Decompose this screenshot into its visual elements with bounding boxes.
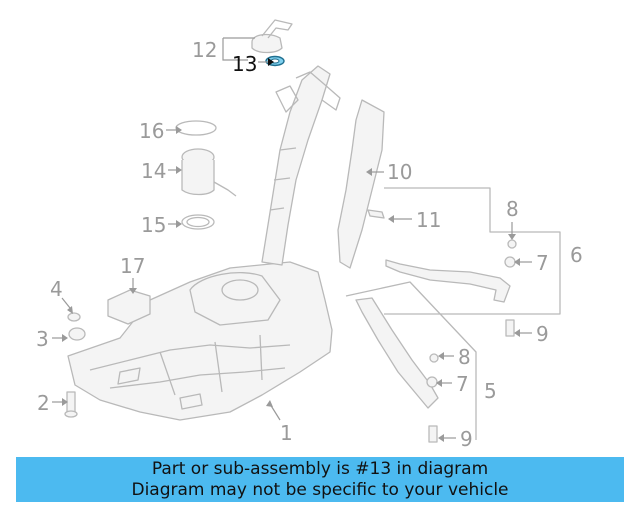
banner-line-1: Part or sub-assembly is #13 in diagram: [151, 458, 489, 479]
callout-12: 12: [192, 38, 217, 62]
callout-5: 5: [484, 379, 497, 403]
callout-13: 13: [232, 52, 257, 76]
filler-cap: [251, 19, 293, 54]
fuel-pump-assembly: [175, 120, 237, 230]
control-module: [107, 289, 151, 325]
callout-16: 16: [139, 119, 164, 143]
callout-15: 15: [141, 213, 166, 237]
callout-9-upper: 9: [536, 322, 549, 346]
callout-3: 3: [36, 327, 49, 351]
callout-8-upper: 8: [506, 197, 519, 221]
callout-6: 6: [570, 243, 583, 267]
hardware: [64, 209, 515, 443]
filler-neck: [261, 65, 341, 266]
info-banner: Part or sub-assembly is #13 in diagram D…: [16, 457, 624, 502]
callout-1: 1: [280, 421, 293, 445]
banner-line-2: Diagram may not be specific to your vehi…: [131, 479, 509, 500]
callout-8-lower: 8: [458, 345, 471, 369]
parts-diagram: 12 13 16 14 15 17 4 3 2 1 10 11 8 6 7 9 …: [36, 19, 583, 451]
callout-4: 4: [50, 277, 63, 301]
callout-14: 14: [141, 159, 166, 183]
callout-7-upper: 7: [536, 251, 549, 275]
callout-labels: 12 13 16 14 15 17 4 3 2 1 10 11 8 6 7 9 …: [36, 38, 583, 451]
callout-10: 10: [387, 160, 412, 184]
heat-shield: [337, 99, 385, 269]
callout-9-lower: 9: [460, 427, 473, 451]
callout-2: 2: [37, 391, 50, 415]
callout-7-lower: 7: [456, 372, 469, 396]
callout-17: 17: [120, 254, 145, 278]
leader-lines: [52, 37, 532, 442]
fuel-tank: [67, 261, 333, 421]
strap-assembly-6: [384, 187, 561, 315]
strap-assembly-5: [345, 281, 477, 440]
callout-11: 11: [416, 208, 441, 232]
